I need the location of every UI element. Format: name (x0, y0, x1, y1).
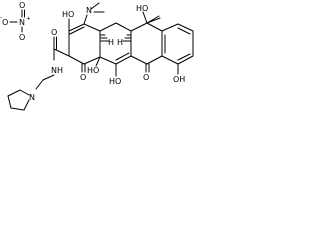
bond-c12-c12a (99, 56, 117, 65)
nitrate-n-label: N (19, 18, 25, 27)
bond-ch2-npyr (35, 79, 44, 90)
bond-c4a-c5 (99, 22, 117, 32)
label-c12-oh: HO (109, 77, 121, 86)
bond-c5-c5a (115, 22, 132, 32)
bond-c4-n (83, 14, 88, 25)
label-amide-o: O (51, 28, 57, 37)
bond-c11a-c12-double (115, 52, 130, 61)
bond-c10-c10a (161, 55, 179, 65)
bond-c6-c6a (146, 22, 163, 32)
bond-c11-c11a (130, 55, 148, 65)
label-c5a-h: H (117, 38, 123, 47)
ring-b (95, 22, 132, 77)
bond-n-methyl-a (90, 2, 100, 10)
ring-d (161, 23, 194, 75)
label-c11-o: O (143, 73, 149, 82)
bond-c1-c2 (68, 55, 85, 65)
label-dimethyl-n: N (86, 6, 92, 15)
label-pyrrolidine-n: N (29, 93, 35, 102)
bond-nh-ch2 (42, 74, 55, 81)
nitrate-ion: O N + O - O (0, 1, 31, 42)
bond-pyr-1 (19, 89, 30, 96)
bond-c6-methyl-wedge (146, 15, 160, 24)
nitrate-o-bottom-label: O (19, 33, 25, 42)
bond-c9-c10-double (177, 53, 191, 61)
dimethylamino-group (83, 2, 105, 25)
bond-c11a-c12 (115, 55, 132, 65)
tetracycline-structure-diagram: O N + O - O (0, 1, 194, 111)
label-c6-oh: HO (136, 4, 148, 13)
bond-c7-c8-double (177, 27, 191, 35)
label-c10-oh: OH (173, 75, 185, 84)
nitrate-n-charge: + (26, 16, 31, 22)
label-c12a-oh: HO (87, 66, 99, 75)
nitrate-o-left-charge: - (0, 15, 2, 21)
label-c3-oh: HO (62, 10, 74, 19)
label-c1-o: O (80, 73, 86, 82)
bond-pyr-4 (10, 107, 25, 111)
nitrate-o-left-label: O (2, 18, 8, 27)
bond-c6a-c7 (161, 23, 179, 32)
nitrate-o-top-label: O (19, 1, 25, 10)
bond-c3-c4-double (69, 26, 85, 35)
carboxamide-group (35, 36, 70, 90)
bond-c9-c10 (177, 55, 194, 65)
pyrrolidine-ring (7, 89, 30, 111)
ring-c (130, 11, 163, 73)
bond-c3-c4 (68, 23, 85, 32)
bond-pyr-5 (23, 99, 30, 111)
bond-c2-carbonyl (53, 48, 70, 57)
bond-c7-c8 (177, 23, 194, 32)
bond-c12a-oh (95, 56, 101, 67)
bond-c4-c4a (83, 23, 101, 32)
bond-pyr-3 (7, 95, 12, 109)
bond-c10a-c11 (146, 55, 163, 65)
bond-pyr-2 (7, 89, 21, 97)
bond-c5a-c6 (130, 22, 148, 32)
label-c4a-h: H (108, 38, 114, 47)
bond-c12a-c1 (83, 56, 101, 65)
ring-a (68, 18, 101, 73)
atom-labels: HO N H H HO O NH O HO HO O OH N (29, 4, 185, 102)
label-amide-nh: NH (51, 66, 63, 75)
bond-c6-oh (142, 11, 148, 24)
